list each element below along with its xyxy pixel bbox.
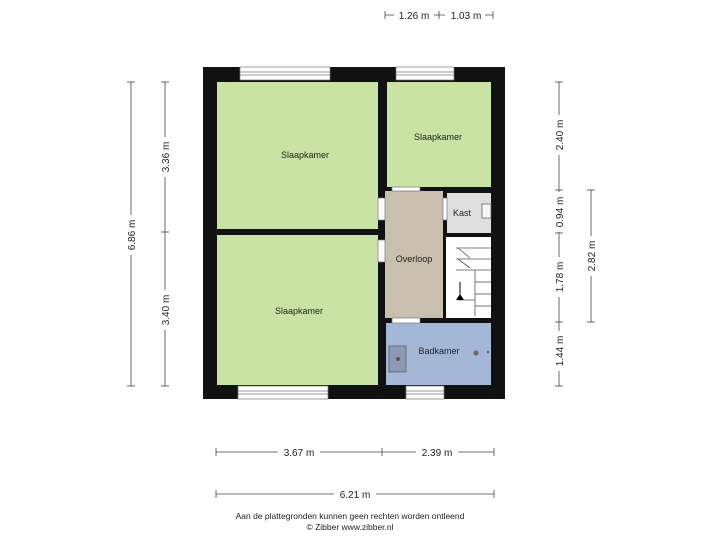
- dimension-labels: 1.26 m 1.03 m 6.86 m 3.36 m 3.40 m 2.40 …: [124, 8, 598, 501]
- room-landing: [385, 191, 443, 318]
- room-bedroom-top-left: [217, 82, 378, 229]
- doors: [377, 186, 448, 324]
- room-label-landing: Overloop: [396, 254, 433, 264]
- room-label-bedroom-top-left: Slaapkamer: [281, 150, 329, 160]
- dim-left-total: 6.86 m: [127, 220, 138, 251]
- stairwell: [446, 237, 491, 318]
- dim-left-lower: 3.40 m: [161, 295, 172, 326]
- room-label-bedroom-top-right: Slaapkamer: [414, 132, 462, 142]
- bathroom-drain-icon: [473, 350, 479, 356]
- dim-top-a: 1.26 m: [399, 11, 430, 22]
- closet-sink-icon: [481, 203, 492, 219]
- room-bedroom-bottom-left: [217, 235, 378, 385]
- fixtures: [388, 203, 492, 373]
- dim-right-2: 0.94 m: [555, 197, 566, 228]
- dim-bottom-total: 6.21 m: [340, 490, 371, 501]
- stairs: [456, 247, 491, 316]
- dim-top-b: 1.03 m: [451, 11, 482, 22]
- dim-right-far: 2.82 m: [587, 241, 598, 272]
- windows: [237, 66, 455, 400]
- room-bedroom-top-right: [387, 82, 491, 187]
- room-label-closet: Kast: [453, 208, 472, 218]
- dim-bottom-left: 3.67 m: [284, 448, 315, 459]
- dim-right-4: 1.44 m: [555, 336, 566, 367]
- dim-right-3: 1.78 m: [555, 262, 566, 293]
- footer-copyright: © Zibber www.zibber.nl: [306, 522, 393, 532]
- footer-disclaimer: Aan de plattegronden kunnen geen rechten…: [236, 511, 465, 521]
- room-label-bedroom-bottom-left: Slaapkamer: [275, 306, 323, 316]
- dim-left-upper: 3.36 m: [161, 142, 172, 173]
- room-label-bathroom: Badkamer: [418, 346, 459, 356]
- dim-right-1: 2.40 m: [555, 120, 566, 151]
- dim-bottom-right: 2.39 m: [422, 448, 453, 459]
